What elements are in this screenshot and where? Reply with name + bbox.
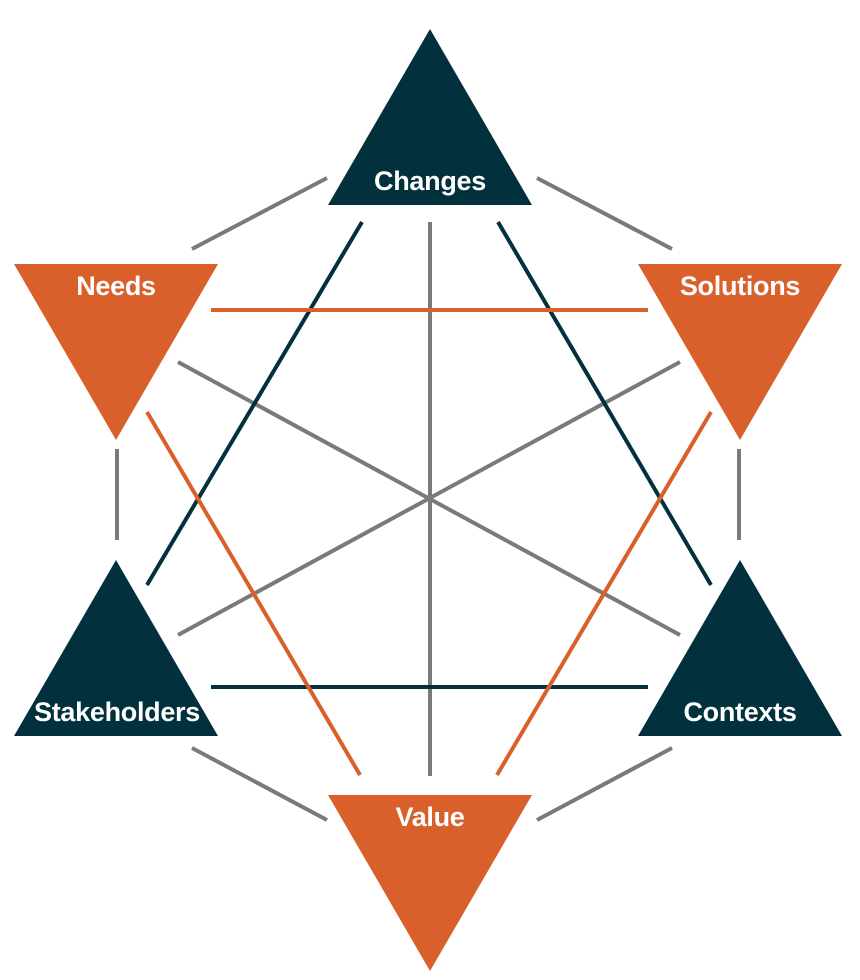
spoke-solutions-stakeholders <box>177 360 681 637</box>
triangle-down-shape <box>638 264 842 440</box>
link-solutions-value <box>495 410 713 777</box>
dark-triangle-connections <box>145 220 713 689</box>
link-needs-value <box>145 410 362 777</box>
triangle-down-shape <box>328 795 532 971</box>
link-changes-contexts <box>496 220 713 587</box>
node-label-contexts: Contexts <box>683 697 796 727</box>
connector-stakeholders-value <box>191 746 328 822</box>
triangle-up-shape <box>328 29 532 205</box>
node-solutions: Solutions <box>638 264 842 440</box>
connector-changes-solutions <box>536 176 673 251</box>
node-changes: Changes <box>328 29 532 205</box>
node-label-stakeholders: Stakeholders <box>34 697 200 727</box>
link-changes-stakeholders <box>145 220 364 587</box>
outer-connectors <box>115 176 741 822</box>
triangle-down-shape <box>14 264 218 440</box>
node-label-needs: Needs <box>76 271 156 301</box>
triangle-up-shape <box>638 560 842 736</box>
inner-spokes <box>177 222 681 776</box>
node-stakeholders: Stakeholders <box>14 560 218 736</box>
triangle-up-shape <box>14 560 218 736</box>
connector-contexts-value <box>536 746 673 822</box>
node-label-value: Value <box>395 802 464 832</box>
node-label-changes: Changes <box>374 166 486 196</box>
connector-changes-needs <box>191 176 328 251</box>
orange-triangle-connections <box>145 308 713 777</box>
node-value: Value <box>328 795 532 971</box>
node-contexts: Contexts <box>638 560 842 736</box>
node-label-solutions: Solutions <box>680 271 800 301</box>
node-needs: Needs <box>14 264 218 440</box>
